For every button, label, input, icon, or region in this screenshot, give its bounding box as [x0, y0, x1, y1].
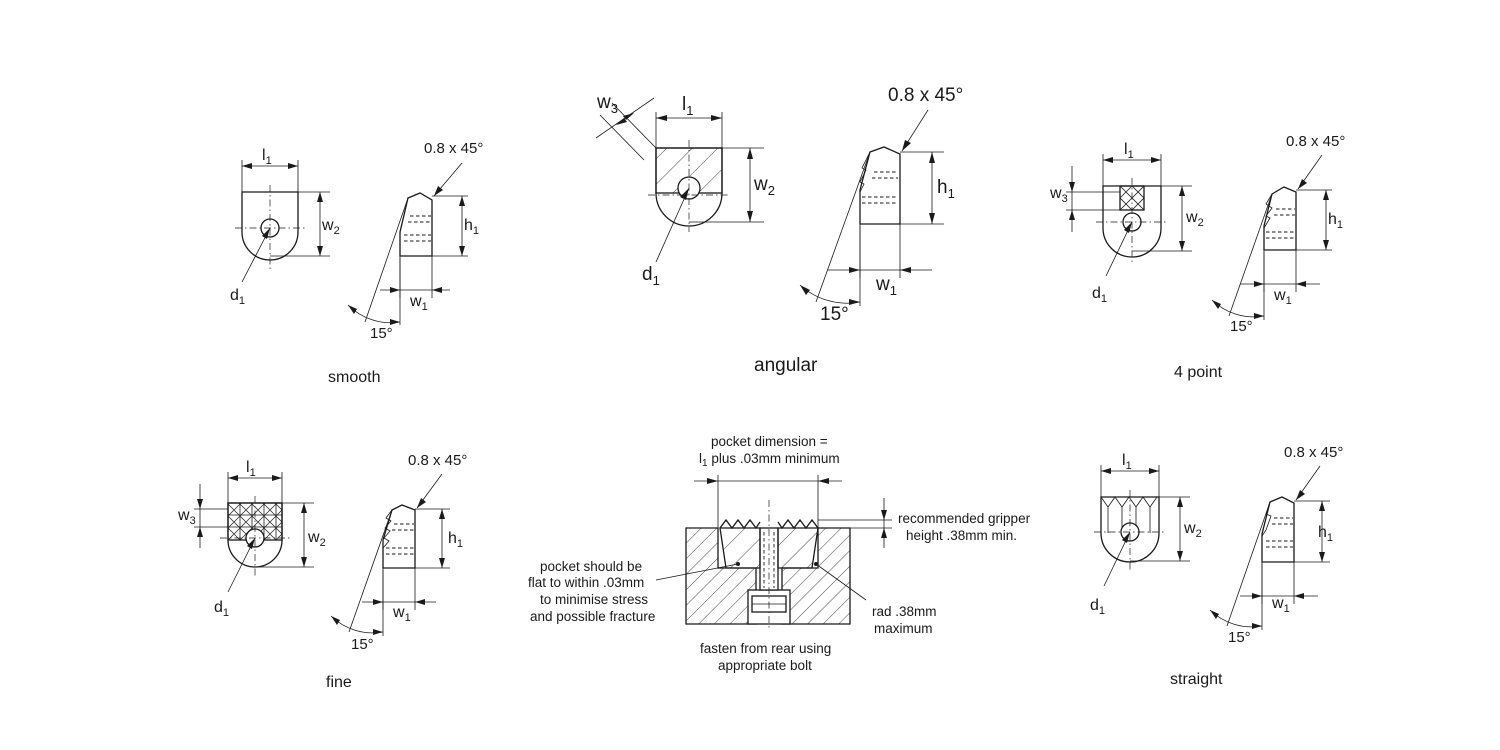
- fine-w1-label: w1: [392, 604, 411, 624]
- smooth-d1-label: d1: [230, 287, 245, 307]
- insert-left: [719, 527, 761, 569]
- fine-insert-group: l1 w3 w2 d1: [177, 452, 467, 691]
- straight-w2-label: w2: [1183, 520, 1202, 540]
- fine-side-view: h1 0.8 x 45° w1 15°: [330, 452, 467, 653]
- straight-d1-label: d1: [1090, 597, 1105, 617]
- flatness-note-line2: flat to within .03mm: [528, 575, 644, 590]
- four-point-angle-label: 15°: [1230, 318, 1253, 335]
- straight-side-view: h1 0.8 x 45° w1 15°: [1209, 444, 1343, 646]
- smooth-chamfer-label: 0.8 x 45°: [424, 140, 483, 157]
- four-point-d1-label: d1: [1092, 285, 1107, 305]
- angular-caption: angular: [754, 355, 818, 376]
- four-point-h1-label: h1: [1328, 211, 1343, 231]
- angular-front-view: l1 w3 w2 d1: [595, 92, 775, 288]
- mounting-section-group: pocket dimension = l1 plus .03mm minimum…: [528, 434, 1031, 673]
- straight-insert-group: l1 w2 d1 h1: [1090, 444, 1343, 688]
- radius-note-line1: rad .38mm: [872, 604, 937, 619]
- straight-chamfer-label: 0.8 x 45°: [1284, 444, 1343, 461]
- smooth-h1-label: h1: [464, 217, 479, 237]
- smooth-insert-group: l1 w2 d1 h1: [230, 140, 483, 386]
- fine-l1-label: l1: [246, 459, 256, 479]
- straight-angle-label: 15°: [1228, 629, 1251, 646]
- straight-w1-label: w1: [1271, 595, 1290, 615]
- smooth-w2-label: w2: [321, 217, 340, 237]
- four-point-w1-label: w1: [1273, 287, 1292, 307]
- fine-caption: fine: [326, 674, 352, 691]
- four-point-front-view: l1 w3 w2 d1: [1049, 141, 1204, 305]
- four-point-caption: 4 point: [1174, 364, 1223, 381]
- four-point-l1-label: l1: [1124, 141, 1134, 161]
- straight-h1-label: h1: [1318, 524, 1333, 544]
- radius-note-line2: maximum: [874, 621, 933, 636]
- angular-w1-label: w1: [875, 274, 897, 298]
- angular-insert-group: l1 w3 w2 d1: [595, 85, 963, 376]
- smooth-side-view: h1 0.8 x 45° w1 15°: [347, 140, 483, 342]
- smooth-front-view: l1 w2 d1: [230, 147, 340, 307]
- four-point-insert-group: l1 w3 w2 d1: [1049, 133, 1345, 381]
- smooth-angle-label: 15°: [370, 325, 393, 342]
- angular-w3-label: w3: [596, 92, 618, 116]
- four-point-chamfer-label: 0.8 x 45°: [1286, 133, 1345, 150]
- angular-h1-label: h1: [937, 177, 955, 201]
- fine-chamfer-label: 0.8 x 45°: [408, 452, 467, 469]
- angular-d1-label: d1: [642, 264, 660, 288]
- flatness-note-line3: to minimise stress: [540, 592, 648, 607]
- flatness-note-line1: pocket should be: [540, 559, 642, 574]
- pocket-dimension-line1: pocket dimension =: [711, 434, 828, 449]
- fine-w2-label: w2: [307, 529, 326, 549]
- straight-front-view: l1 w2 d1: [1090, 452, 1202, 617]
- angular-side-view: h1 0.8 x 45° w1 15°: [799, 85, 963, 325]
- fine-d1-label: d1: [214, 599, 229, 619]
- fine-front-view: l1 w3 w2 d1: [177, 459, 326, 619]
- straight-l1-label: l1: [1122, 452, 1132, 472]
- fine-h1-label: h1: [448, 530, 463, 550]
- smooth-w1-label: w1: [409, 293, 428, 313]
- gripper-height-line1: recommended gripper: [898, 511, 1031, 526]
- flatness-note-line4: and possible fracture: [530, 609, 655, 624]
- fasten-note-line1: fasten from rear using: [700, 641, 831, 656]
- pocket-dimension-line2: l1 plus .03mm minimum: [699, 451, 840, 469]
- smooth-caption: smooth: [328, 369, 380, 386]
- smooth-l1-label: l1: [262, 147, 272, 167]
- straight-caption: straight: [1170, 671, 1223, 688]
- four-point-w2-label: w2: [1185, 209, 1204, 229]
- angular-w2-label: w2: [753, 174, 775, 198]
- four-point-side-view: h1 0.8 x 45° w1 15°: [1211, 133, 1345, 335]
- four-point-w3-label: w3: [1049, 185, 1068, 205]
- angular-l1-label: l1: [682, 94, 693, 118]
- fasten-note-line2: appropriate bolt: [718, 658, 812, 673]
- insert-right: [777, 527, 819, 569]
- fine-w3-label: w3: [177, 507, 196, 527]
- angular-angle-label: 15°: [820, 304, 849, 325]
- angular-chamfer-label: 0.8 x 45°: [888, 85, 963, 106]
- gripper-height-line2: height .38mm min.: [906, 528, 1017, 543]
- fine-angle-label: 15°: [351, 636, 374, 653]
